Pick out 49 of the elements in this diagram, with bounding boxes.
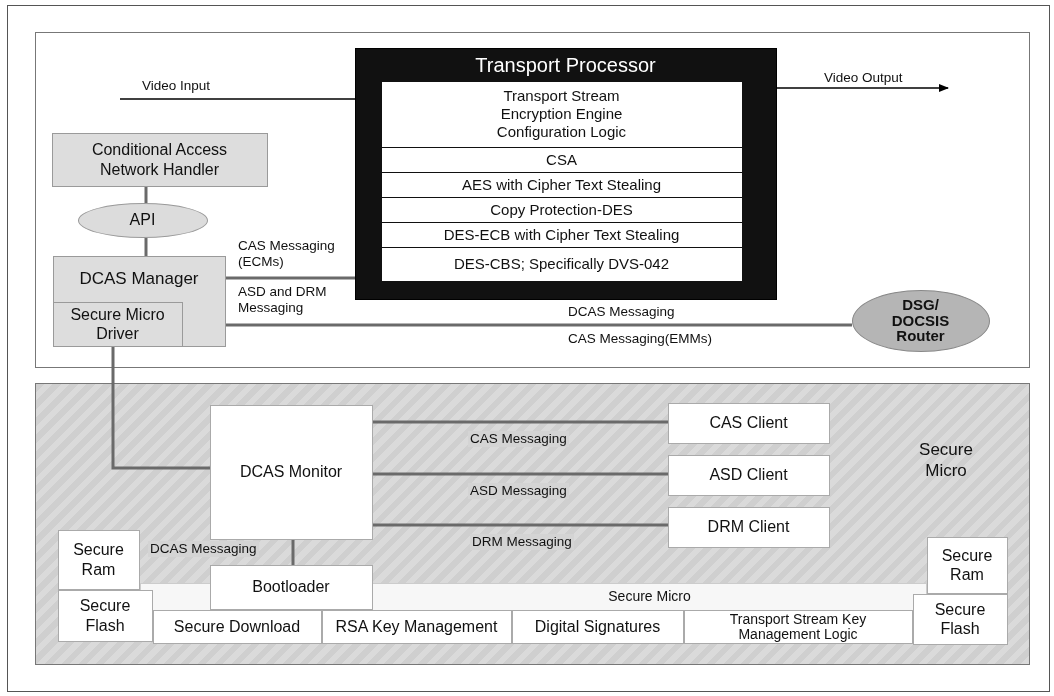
box-heading: Secure Micro	[918, 439, 974, 482]
connector-line	[226, 276, 355, 280]
connector-line	[111, 347, 210, 470]
edge-label: Video Input	[140, 78, 213, 95]
arrow	[776, 84, 949, 92]
process-box: DRM Client	[667, 506, 830, 548]
table-row: AES with Cipher Text Stealing	[381, 172, 742, 198]
process-box: Transport Stream Key Management Logic	[683, 609, 913, 644]
process-box: DCAS Monitor	[209, 404, 373, 540]
table-row: Copy Protection-DES	[381, 197, 742, 223]
processor-block	[354, 47, 777, 300]
edge-label: DCAS Messaging	[566, 304, 677, 321]
edge-label: ASD Messaging	[468, 483, 569, 500]
table-row: DES-CBS; Specifically DVS-042	[381, 247, 742, 282]
process-box: Secure Download	[152, 609, 322, 644]
table-row: Transport Stream Encryption Engine Configuration Logic	[381, 81, 742, 148]
connector-line	[144, 187, 148, 203]
hatched-panel	[35, 383, 1030, 665]
edge-label: CAS Messaging	[468, 431, 569, 448]
table-row: DES-ECB with Cipher Text Stealing	[381, 222, 742, 248]
connector-line	[144, 238, 148, 256]
process-box: RSA Key Management	[321, 609, 512, 644]
edge-label: DCAS Messaging	[148, 541, 259, 558]
connector-line	[291, 540, 295, 565]
process-box: Digital Signatures	[511, 609, 684, 644]
process-box: Bootloader	[209, 564, 373, 610]
panel-frame	[35, 32, 1030, 368]
line-label: CAS Messaging(EMMs)	[566, 331, 715, 348]
process-box: Secure Ram	[926, 536, 1008, 594]
connector-line	[373, 472, 668, 476]
process-box: Conditional Access Network Handler	[51, 132, 268, 187]
process-box: Secure Micro Driver	[52, 301, 183, 347]
table-row: CSA	[381, 147, 742, 173]
ellipse-node: API	[77, 202, 208, 238]
connector-line	[373, 523, 668, 527]
edge-label: DRM Messaging	[470, 534, 574, 551]
connector-line	[373, 420, 668, 424]
connector-line	[226, 323, 852, 327]
process-box: Secure Flash	[57, 589, 153, 642]
process-box: Secure Flash	[912, 593, 1008, 645]
box-heading: Transport Processor	[474, 52, 657, 77]
process-box: ASD Client	[667, 454, 830, 496]
ellipse-node: DSG/ DOCSIS Router	[851, 289, 990, 352]
process-box: Secure Ram	[57, 529, 140, 590]
edge-label: Video Output	[822, 70, 905, 87]
process-box: CAS Client	[667, 402, 830, 444]
connector-line	[119, 98, 356, 100]
process-box	[52, 255, 226, 347]
box-heading: DCAS Manager	[78, 268, 200, 289]
